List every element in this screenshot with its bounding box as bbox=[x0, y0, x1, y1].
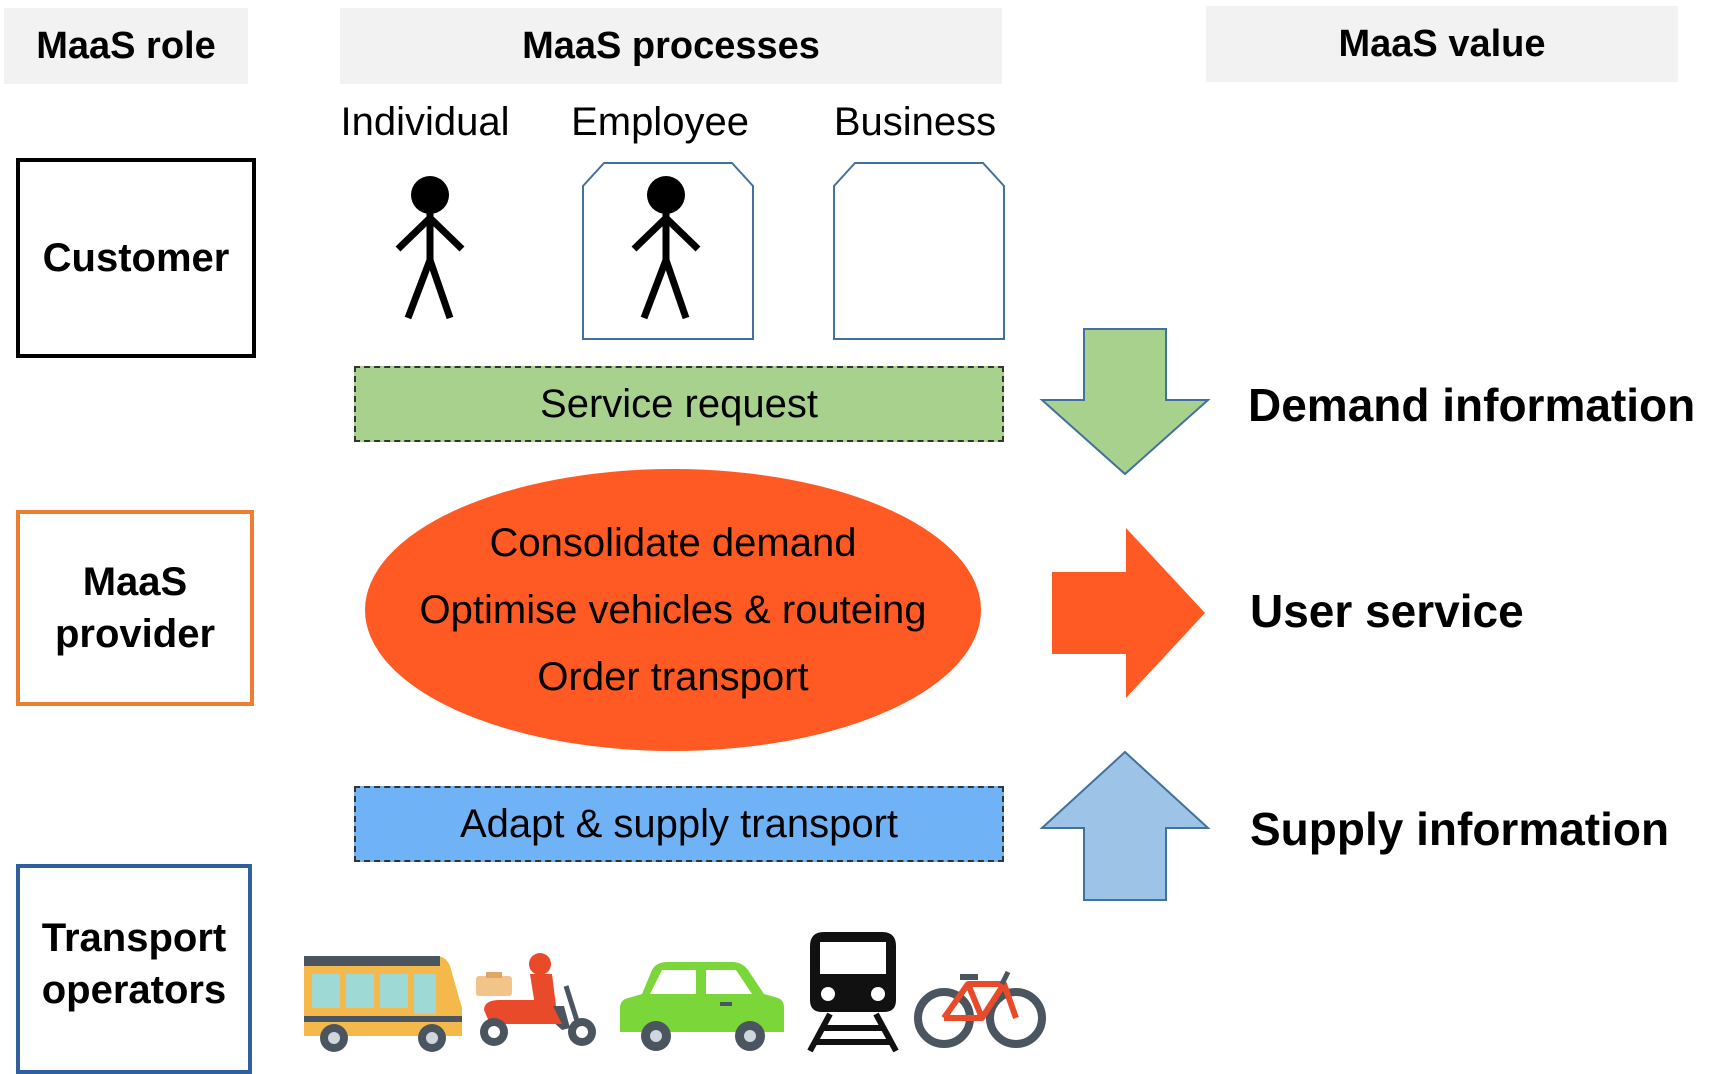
customer-employee-label: Employee bbox=[571, 100, 749, 144]
individual-person-icon bbox=[395, 176, 465, 320]
employee-person-icon bbox=[631, 176, 701, 320]
adapt-supply-label: Adapt & supply transport bbox=[459, 801, 899, 846]
provider-ellipse-shape bbox=[365, 469, 981, 751]
customer-individual-label: Individual bbox=[340, 100, 510, 144]
provider-step-consolidate: Consolidate demand bbox=[489, 521, 857, 565]
supply-up-arrow-icon bbox=[1039, 750, 1211, 901]
header-maas-role: MaaS role bbox=[4, 8, 248, 84]
role-provider-line2: provider bbox=[54, 612, 216, 656]
role-provider-line1: MaaS bbox=[82, 560, 188, 604]
customer-business-label: Business bbox=[833, 100, 997, 144]
role-operators-line2: operators bbox=[41, 968, 227, 1012]
bus-icon bbox=[304, 956, 462, 1052]
role-customer-box: Customer bbox=[16, 158, 256, 358]
train-icon bbox=[807, 932, 899, 1053]
value-user-service: User service bbox=[1250, 585, 1524, 637]
header-maas-value: MaaS value bbox=[1206, 6, 1678, 82]
role-customer-label: Customer bbox=[42, 236, 230, 280]
bicycle-icon bbox=[914, 970, 1046, 1048]
service-request-label: Service request bbox=[540, 381, 818, 426]
provider-steps: Consolidate demand Optimise vehicles & r… bbox=[364, 510, 982, 711]
value-demand-information: Demand information bbox=[1248, 379, 1696, 431]
demand-down-arrow-icon bbox=[1039, 328, 1211, 476]
provider-step-order: Order transport bbox=[537, 655, 809, 699]
provider-step-optimise: Optimise vehicles & routeing bbox=[419, 588, 927, 632]
car-icon bbox=[620, 962, 784, 1051]
role-maas-provider-box: MaaS provider bbox=[16, 510, 254, 706]
user-service-right-arrow-icon bbox=[1052, 528, 1205, 698]
scooter-icon bbox=[476, 953, 596, 1046]
value-supply-information: Supply information bbox=[1250, 803, 1670, 855]
service-request-box: Service request bbox=[354, 366, 1004, 442]
header-maas-processes: MaaS processes bbox=[340, 8, 1002, 84]
adapt-supply-box: Adapt & supply transport bbox=[354, 786, 1004, 862]
role-transport-operators-box: Transport operators bbox=[16, 864, 252, 1074]
business-frame-icon bbox=[833, 162, 1005, 340]
role-operators-line1: Transport bbox=[41, 916, 227, 960]
